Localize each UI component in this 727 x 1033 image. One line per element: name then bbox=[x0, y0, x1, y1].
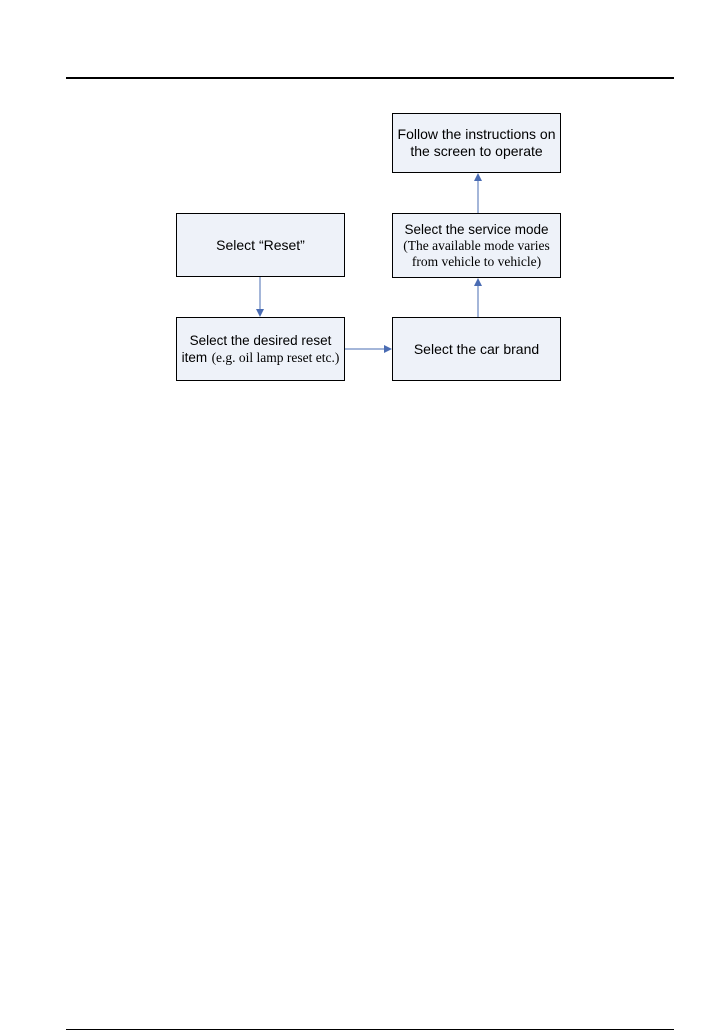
step-follow-instructions-text: Follow the instructions on the screen to… bbox=[393, 126, 560, 160]
step-select-car-brand-text: Select the car brand bbox=[414, 341, 539, 358]
step-select-reset-text: Select “Reset” bbox=[216, 237, 305, 254]
step-select-reset-item-note: (e.g. oil lamp reset etc.) bbox=[212, 350, 340, 365]
step-follow-instructions: Follow the instructions on the screen to… bbox=[392, 113, 561, 173]
step-select-reset-item-lead: item bbox=[182, 350, 208, 365]
step-select-service-mode: Select the service mode (The available m… bbox=[392, 213, 561, 278]
footer-rule bbox=[66, 1029, 674, 1030]
step-select-service-mode-note: (The available mode varies from vehicle … bbox=[393, 238, 560, 270]
step-select-car-brand: Select the car brand bbox=[392, 317, 561, 381]
step-select-reset-item: Select the desired reset item (e.g. oil … bbox=[176, 317, 345, 381]
step-select-reset-item-title: Select the desired reset bbox=[182, 332, 340, 349]
step-select-service-mode-title: Select the service mode bbox=[393, 221, 560, 238]
step-select-reset: Select “Reset” bbox=[176, 213, 345, 277]
